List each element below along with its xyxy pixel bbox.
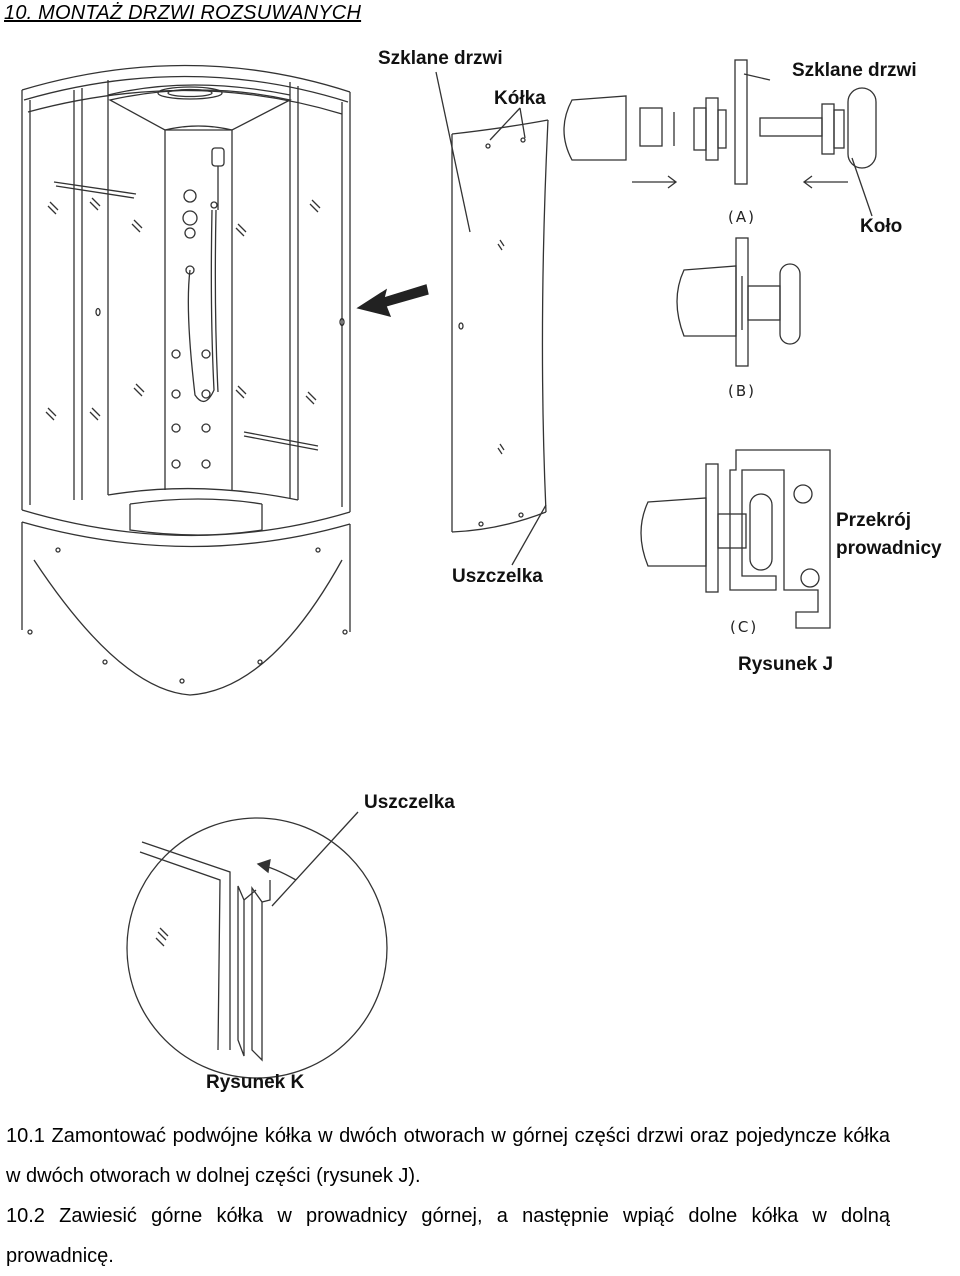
label-prowadnicy: prowadnicy bbox=[836, 538, 942, 559]
label-uszczelka-door: Uszczelka bbox=[452, 566, 543, 587]
label-kolo: Koło bbox=[860, 216, 902, 237]
label-szklane-drzwi-right: Szklane drzwi bbox=[792, 60, 917, 81]
label-kolka: Kółka bbox=[494, 88, 546, 109]
left-arrow-icon bbox=[356, 284, 429, 317]
glass-door-illustration bbox=[435, 71, 549, 566]
section-heading: 10. MONTAŻ DRZWI ROZSUWANYCH bbox=[4, 2, 362, 24]
assembly-diagram: Szklane drzwi Kółka Szklane drzwi Koło (… bbox=[21, 48, 942, 1093]
detail-b-assembled-view bbox=[676, 237, 801, 367]
caption-rysunek-k: Rysunek K bbox=[206, 1072, 304, 1093]
detail-a-exploded-view bbox=[563, 59, 877, 217]
instruction-paragraph-2: 10.2 Zawiesić górne kółka w prowadnicy g… bbox=[6, 1205, 890, 1267]
shower-cabin-illustration bbox=[21, 64, 351, 696]
detail-c-rail-section bbox=[640, 449, 831, 629]
caption-rysunek-j: Rysunek J bbox=[738, 654, 833, 675]
label-przekroj: Przekrój bbox=[836, 510, 911, 531]
label-c: (C) bbox=[730, 618, 758, 636]
label-uszczelka-k: Uszczelka bbox=[364, 792, 455, 813]
instruction-paragraph-1: 10.1 Zamontować podwójne kółka w dwóch o… bbox=[6, 1125, 890, 1187]
label-b: (B) bbox=[728, 382, 756, 400]
label-a: (A) bbox=[728, 208, 756, 226]
rysunek-k-detail bbox=[126, 811, 388, 1079]
label-szklane-drzwi-top: Szklane drzwi bbox=[378, 48, 503, 69]
